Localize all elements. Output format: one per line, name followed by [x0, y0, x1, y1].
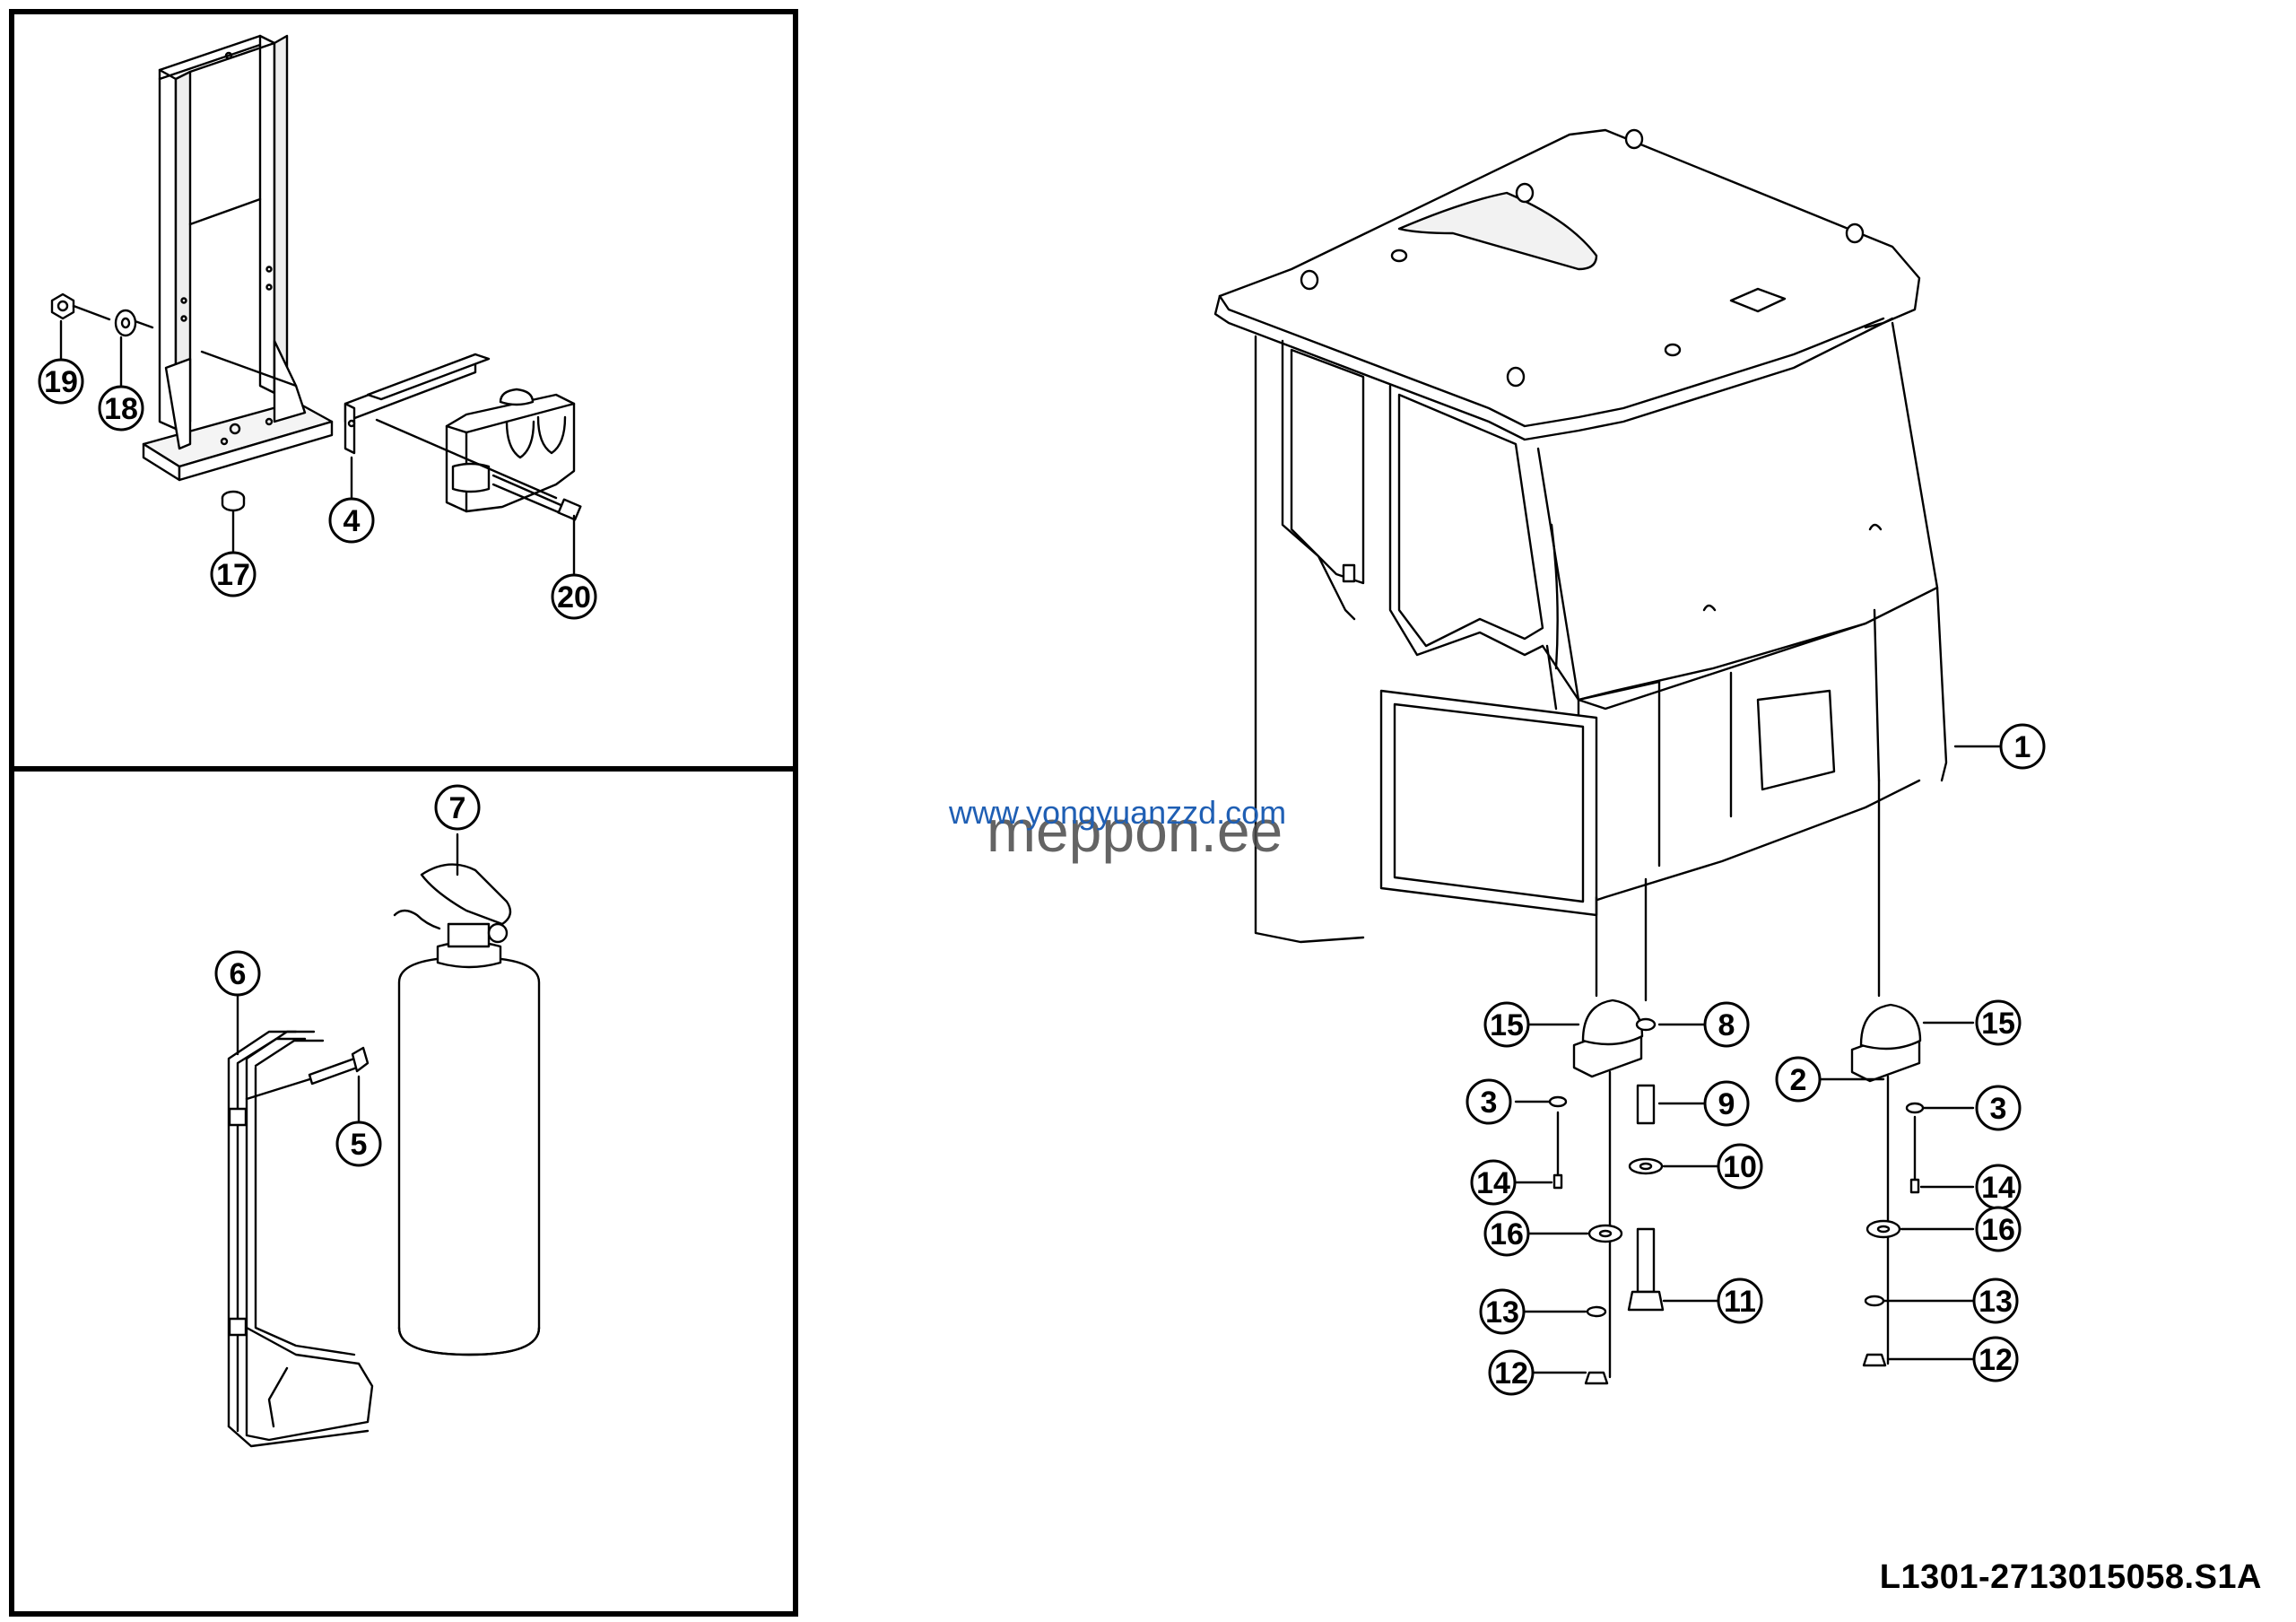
callout-number: 13	[1979, 1285, 2013, 1319]
callout-c6: 6	[214, 950, 261, 997]
operator-cab	[1213, 128, 1948, 1002]
callout-number: 16	[1981, 1213, 2015, 1247]
callout-circle	[328, 497, 375, 544]
plate-part-4	[344, 353, 491, 455]
callout-number: 4	[344, 504, 361, 538]
callout-number: 2	[1790, 1063, 1807, 1097]
callout-circle	[1488, 1349, 1535, 1396]
callout-c20: 20	[551, 573, 597, 620]
callout-c10: 10	[1717, 1143, 1763, 1190]
callout-circle	[1703, 1080, 1750, 1127]
callout-circle	[1972, 1336, 2019, 1382]
callout-circle	[1972, 1278, 2019, 1324]
callout-c3a: 3	[1465, 1078, 1512, 1125]
callout-circle	[335, 1121, 382, 1167]
callout-c2: 2	[1775, 1056, 1822, 1103]
callout-c13b: 13	[1972, 1278, 2019, 1324]
callout-number: 3	[1481, 1086, 1498, 1120]
callout-c13a: 13	[1479, 1288, 1526, 1335]
callout-number: 12	[1494, 1356, 1528, 1391]
callout-number: 19	[44, 365, 78, 399]
callout-number: 6	[230, 957, 247, 991]
cab-mount-left	[1572, 998, 1644, 1379]
bolt-part-5	[308, 1046, 370, 1123]
callout-number: 20	[557, 580, 591, 615]
callout-number: 14	[1981, 1171, 2015, 1205]
washer-part-18	[114, 309, 137, 388]
callout-c8: 8	[1703, 1001, 1750, 1048]
watermark-url: www.yongyuanzzd.com	[949, 794, 1287, 831]
callout-circle	[1483, 1001, 1530, 1048]
callout-circle	[1999, 723, 2046, 770]
callout-number: 1	[2014, 730, 2031, 764]
callout-c3b: 3	[1975, 1085, 2022, 1131]
callout-c4: 4	[328, 497, 375, 544]
callout-circle	[1703, 1001, 1750, 1048]
callout-circle	[98, 385, 144, 432]
callout-number: 12	[1979, 1343, 2013, 1377]
callout-number: 13	[1485, 1295, 1519, 1330]
mounting-bracket	[128, 34, 334, 482]
callout-c16a: 16	[1483, 1210, 1530, 1257]
callout-c16b: 16	[1975, 1206, 2022, 1252]
callout-circle	[1975, 1085, 2022, 1131]
callout-number: 15	[1981, 1007, 2015, 1041]
callout-c15b: 15	[1975, 999, 2022, 1046]
tank-body	[375, 388, 576, 513]
callout-c18: 18	[98, 385, 144, 432]
callout-circle	[434, 784, 481, 831]
callout-number: 14	[1476, 1166, 1510, 1200]
callout-number: 9	[1718, 1087, 1735, 1121]
nut-part-19	[50, 292, 111, 361]
callout-circle	[1465, 1078, 1512, 1125]
callout-circle	[1717, 1143, 1763, 1190]
callout-circle	[1775, 1056, 1822, 1103]
callout-c15a: 15	[1483, 1001, 1530, 1048]
nut-part-17	[221, 490, 246, 554]
callout-c12b: 12	[1972, 1336, 2019, 1382]
fire-extinguisher	[393, 833, 541, 1356]
callout-number: 11	[1724, 1285, 1756, 1319]
callout-number: 5	[351, 1128, 368, 1162]
callout-c17: 17	[210, 551, 257, 597]
washers-and-nuts	[1548, 1095, 1925, 1385]
callout-number: 7	[449, 791, 466, 825]
callout-number: 16	[1490, 1217, 1524, 1251]
callout-circle	[1470, 1159, 1517, 1206]
callout-number: 18	[104, 392, 138, 426]
bolt-part-9-11	[1627, 1017, 1665, 1312]
callout-number: 8	[1718, 1008, 1735, 1042]
callout-c1: 1	[1999, 723, 2046, 770]
watermark-text: meppon.ee	[987, 798, 1283, 864]
callout-circle	[1717, 1278, 1763, 1324]
callout-c14b: 14	[1975, 1164, 2022, 1210]
callout-number: 15	[1490, 1008, 1524, 1042]
callout-c7: 7	[434, 784, 481, 831]
callout-circle	[214, 950, 261, 997]
callout-c9: 9	[1703, 1080, 1750, 1127]
bolt-part-20	[491, 474, 582, 576]
callout-circle	[1483, 1210, 1530, 1257]
callout-c19: 19	[38, 358, 84, 405]
callout-number: 17	[216, 558, 250, 592]
callout-circle	[1479, 1288, 1526, 1335]
callout-c12a: 12	[1488, 1349, 1535, 1396]
callout-circle	[551, 573, 597, 620]
callout-circle	[1975, 1206, 2022, 1252]
leader-lines	[1514, 745, 2002, 1374]
callout-number: 10	[1723, 1150, 1757, 1184]
callout-circle	[210, 551, 257, 597]
callout-c14a: 14	[1470, 1159, 1517, 1206]
callout-circle	[38, 358, 84, 405]
drawing-part-code: L1301-2713015058.S1A	[1879, 1558, 2262, 1596]
callout-c5: 5	[335, 1121, 382, 1167]
callout-c11: 11	[1717, 1278, 1763, 1324]
callout-number: 3	[1990, 1092, 2007, 1126]
cab-mount-right	[1850, 1003, 1922, 1365]
extinguisher-holder	[227, 994, 374, 1448]
callout-circle	[1975, 999, 2022, 1046]
